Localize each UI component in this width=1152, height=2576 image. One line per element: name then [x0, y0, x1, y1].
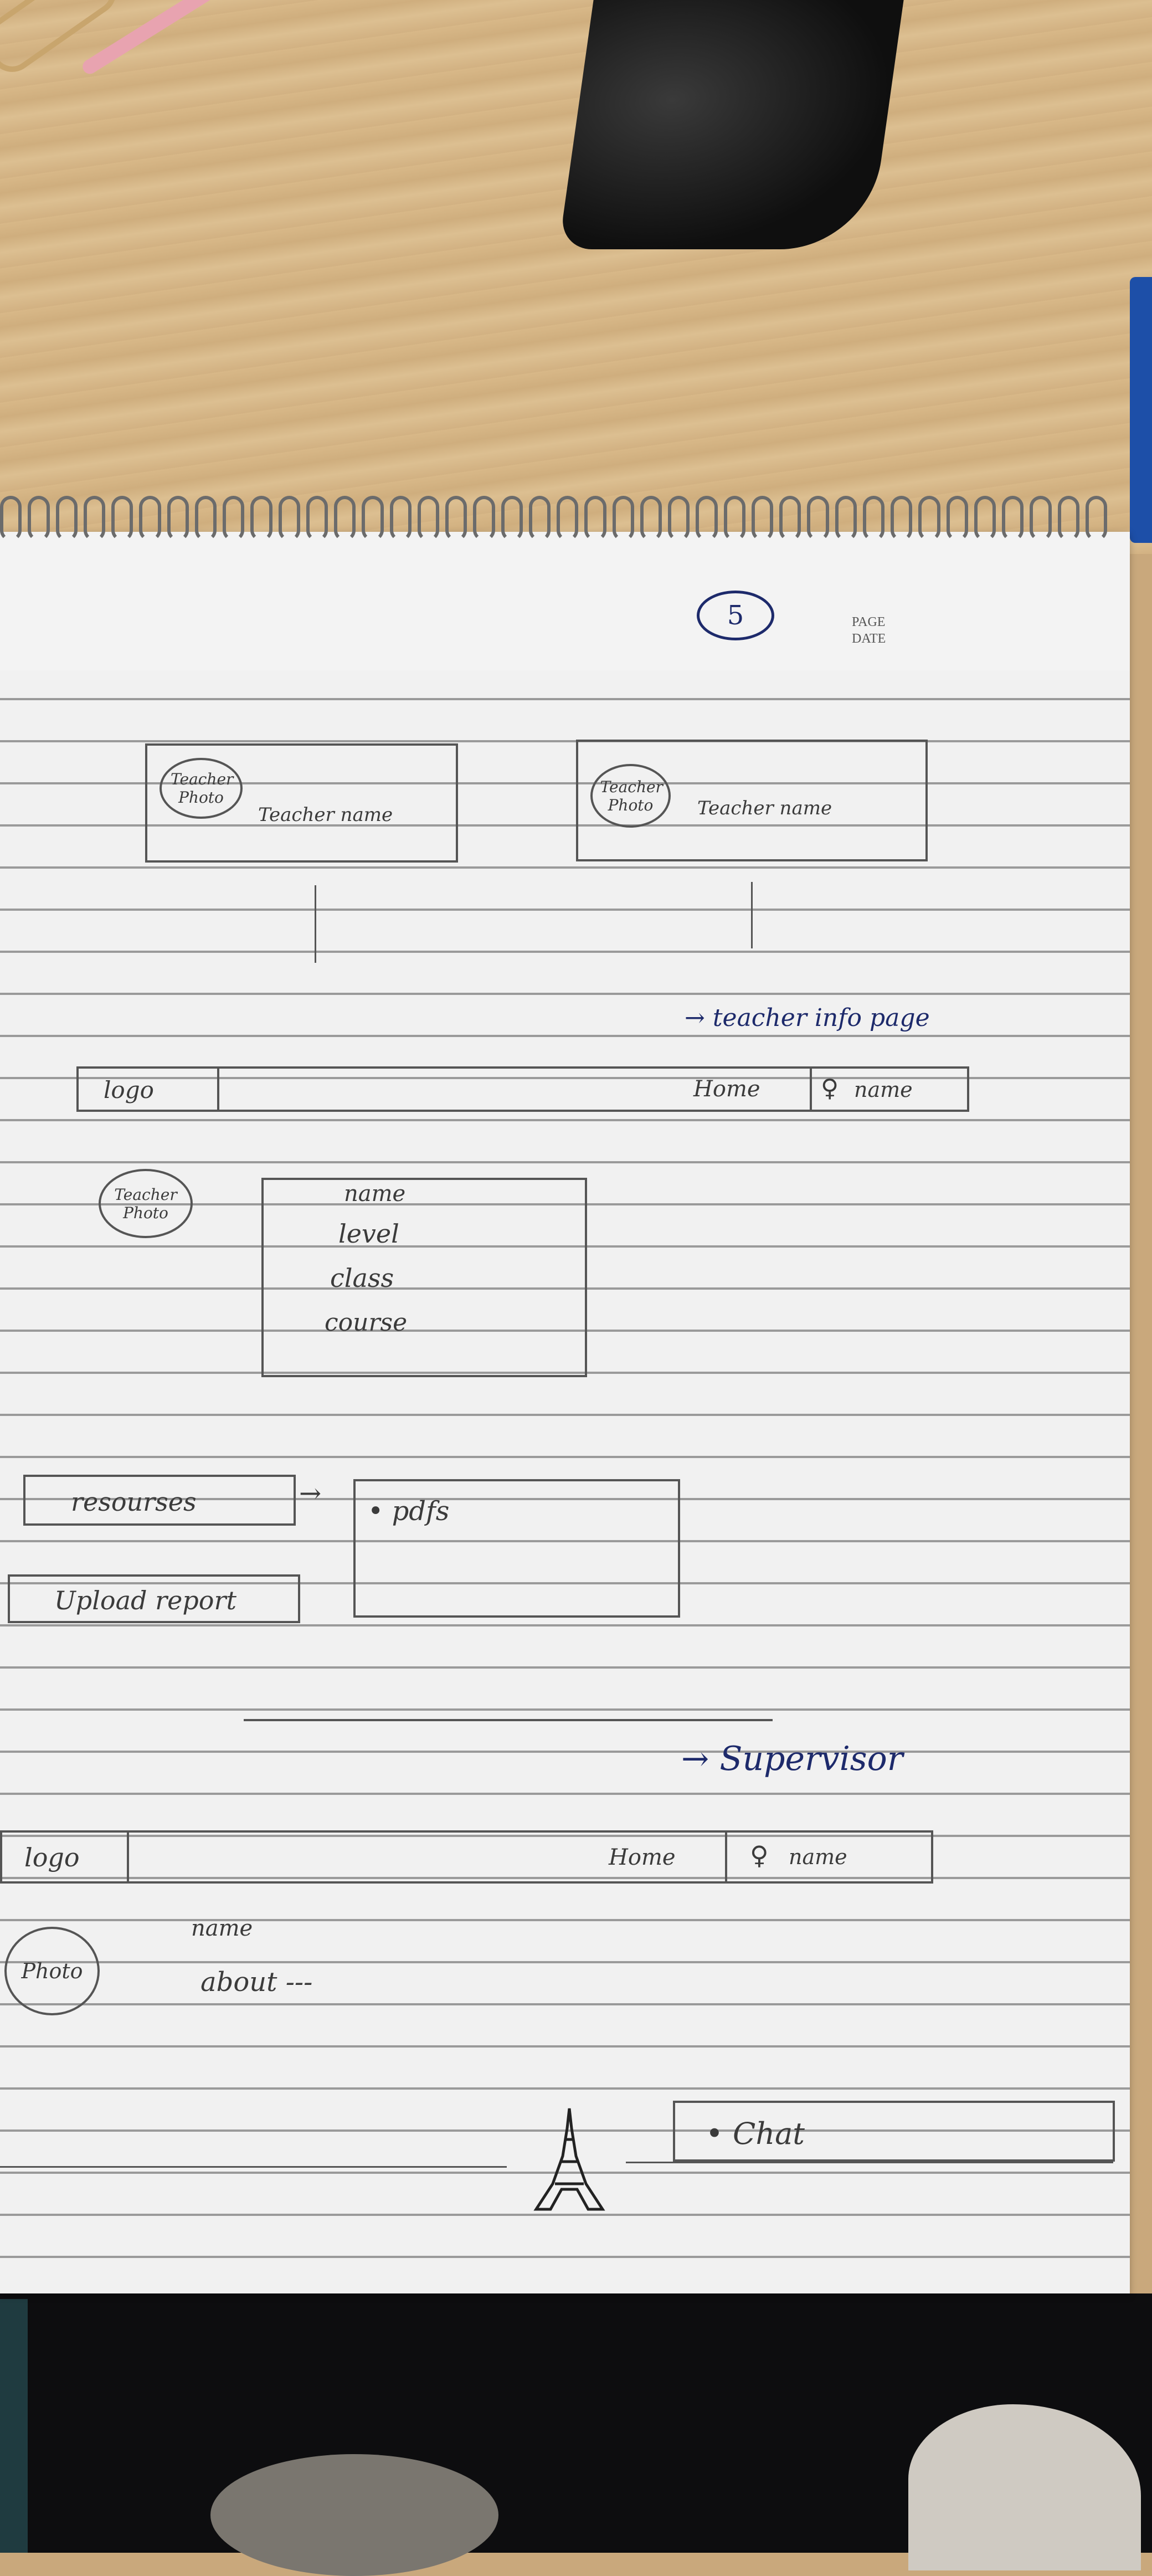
detail-class: class: [330, 1263, 394, 1293]
teacher-navbar-user[interactable]: name: [854, 1077, 913, 1102]
supervisor-heading: → Supervisor: [681, 1739, 903, 1778]
page-header-area: [0, 532, 1130, 670]
teacher-card-1[interactable]: Teacher Photo Teacher name: [145, 743, 458, 863]
supervisor-navbar-logo[interactable]: logo: [24, 1843, 80, 1872]
teacher-info-photo: Teacher Photo: [99, 1169, 193, 1238]
connector-line-1: [315, 885, 316, 963]
upload-report-button[interactable]: Upload report: [8, 1574, 300, 1623]
teacher-photo-1: Teacher Photo: [160, 758, 243, 819]
supervisor-about: about ---: [200, 1967, 313, 1998]
page-number-circle: 5: [697, 591, 774, 640]
date-label: DATE: [852, 632, 886, 646]
teacher-name-2: Teacher name: [697, 797, 832, 819]
teacher-name-1: Teacher name: [258, 804, 393, 826]
supervisor-name: name: [191, 1916, 253, 1941]
floor-edge: [0, 2299, 28, 2553]
chat-button[interactable]: • Chat: [673, 2101, 1115, 2162]
notebook-page: [0, 532, 1130, 2293]
supervisor-photo: Photo: [4, 1927, 100, 2015]
blue-pen: [1130, 277, 1152, 543]
teacher-navbar-user-icon[interactable]: ♀: [821, 1074, 839, 1102]
spiral-binding: [0, 496, 1113, 546]
connector-line-2: [751, 882, 753, 948]
teacher-card-2[interactable]: Teacher Photo Teacher name: [576, 740, 928, 861]
detail-course: course: [325, 1308, 408, 1337]
teacher-navbar-home[interactable]: Home: [693, 1076, 760, 1102]
eiffel-tower-icon: [533, 2108, 605, 2211]
section-divider: [244, 1719, 773, 1721]
resources-button[interactable]: resourses: [23, 1475, 296, 1526]
supervisor-navbar: logo Home ♀ name: [0, 1830, 933, 1884]
resources-panel: • pdfs: [353, 1479, 680, 1618]
resources-pdfs[interactable]: • pdfs: [368, 1496, 450, 1527]
fabric-left: [210, 2454, 498, 2576]
teacher-details-box: name level class course: [261, 1178, 587, 1377]
computer-mouse: [558, 0, 904, 249]
page-date-label: PAGE DATE: [852, 614, 886, 647]
supervisor-navbar-user-icon[interactable]: ♀: [750, 1840, 769, 1870]
bottom-line-right: [626, 2162, 1113, 2163]
teacher-photo-2: Teacher Photo: [590, 764, 671, 828]
teacher-navbar-logo[interactable]: logo: [104, 1076, 154, 1104]
fabric-right: [908, 2404, 1141, 2570]
detail-level: level: [338, 1219, 399, 1249]
teacher-navbar: logo Home ♀ name: [76, 1066, 969, 1112]
page-number: 5: [727, 600, 744, 631]
bottom-line-left: [0, 2166, 507, 2168]
teacher-info-heading: → teacher info page: [685, 1004, 930, 1032]
wooden-desk: [0, 0, 1152, 554]
supervisor-navbar-home[interactable]: Home: [609, 1845, 676, 1870]
page-label: PAGE: [852, 615, 886, 629]
supervisor-navbar-user[interactable]: name: [789, 1845, 847, 1869]
detail-name: name: [344, 1181, 406, 1207]
resources-arrow: →: [299, 1478, 322, 1509]
